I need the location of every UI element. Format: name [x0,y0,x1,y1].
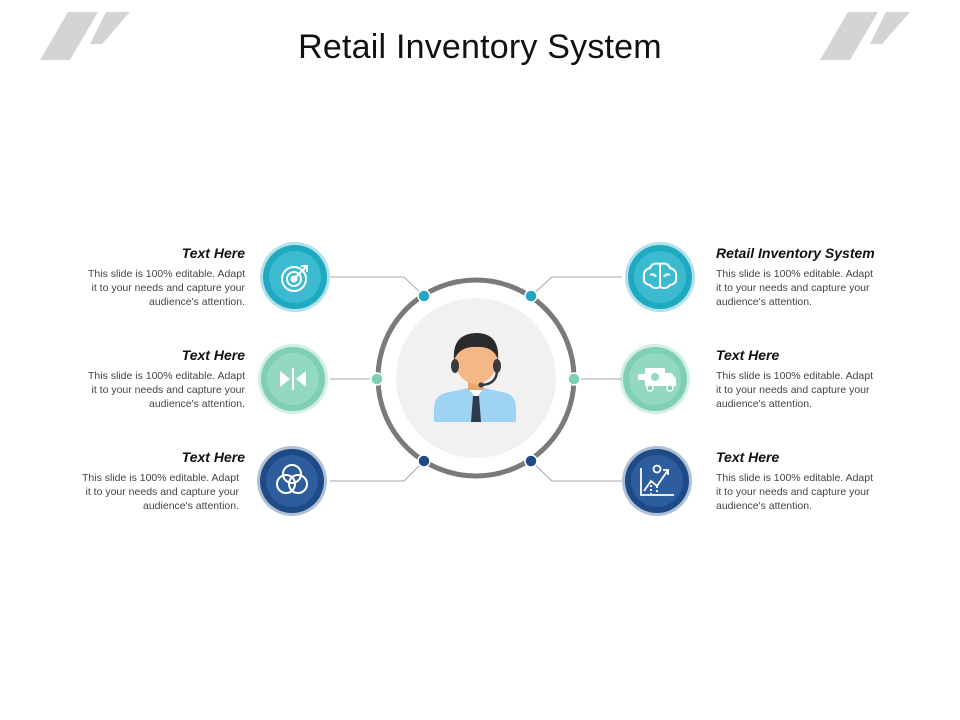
ring-dot [524,454,538,468]
connector-line [530,276,622,297]
node-target [260,242,330,312]
delivery-truck-icon [638,368,676,392]
ring-dot [417,289,431,303]
connector-lines [330,276,622,482]
node-brain [625,242,695,312]
overlapping-circles-icon [276,464,308,494]
item-block: Retail Inventory System This slide is 10… [716,245,916,309]
connector-line [330,460,425,482]
ring-dot [524,289,538,303]
bowtie-icon [280,368,306,390]
item-desc: This slide is 100% editable. Adapt it to… [87,268,245,308]
page-title: Retail Inventory System [298,28,662,66]
node-growth-chart [622,446,692,516]
item-desc: This slide is 100% editable. Adapt it to… [87,370,245,410]
item-desc: This slide is 100% editable. Adapt it to… [716,268,874,308]
support-agent-icon [434,333,516,422]
item-title: Text Here [716,449,780,465]
node-overlapping-circles [257,446,327,516]
node-delivery-truck [620,344,690,414]
item-title: Text Here [716,347,780,363]
connector-line [530,460,622,482]
item-desc: This slide is 100% editable. Adapt it to… [81,472,239,512]
item-desc: This slide is 100% editable. Adapt it to… [716,472,874,512]
item-desc: This slide is 100% editable. Adapt it to… [716,370,874,410]
target-icon [281,265,308,292]
connector-line [330,276,425,297]
ring-dot [417,454,431,468]
item-title: Text Here [181,245,245,261]
ring-dot [370,372,384,386]
growth-chart-icon [640,464,674,496]
corner-stripes-left [40,12,130,60]
node-bowtie [258,344,328,414]
item-block: Text Here This slide is 100% editable. A… [716,347,916,411]
item-title: Retail Inventory System [716,245,875,261]
item-block: Text Here This slide is 100% editable. A… [716,449,916,513]
ring-dot [567,372,581,386]
corner-stripes-right [820,12,910,60]
brain-icon [642,262,678,290]
item-title: Text Here [181,449,245,465]
item-block: Text Here This slide is 100% editable. A… [45,245,245,309]
item-title: Text Here [181,347,245,363]
item-block: Text Here This slide is 100% editable. A… [45,347,245,411]
item-block: Text Here This slide is 100% editable. A… [45,449,245,513]
